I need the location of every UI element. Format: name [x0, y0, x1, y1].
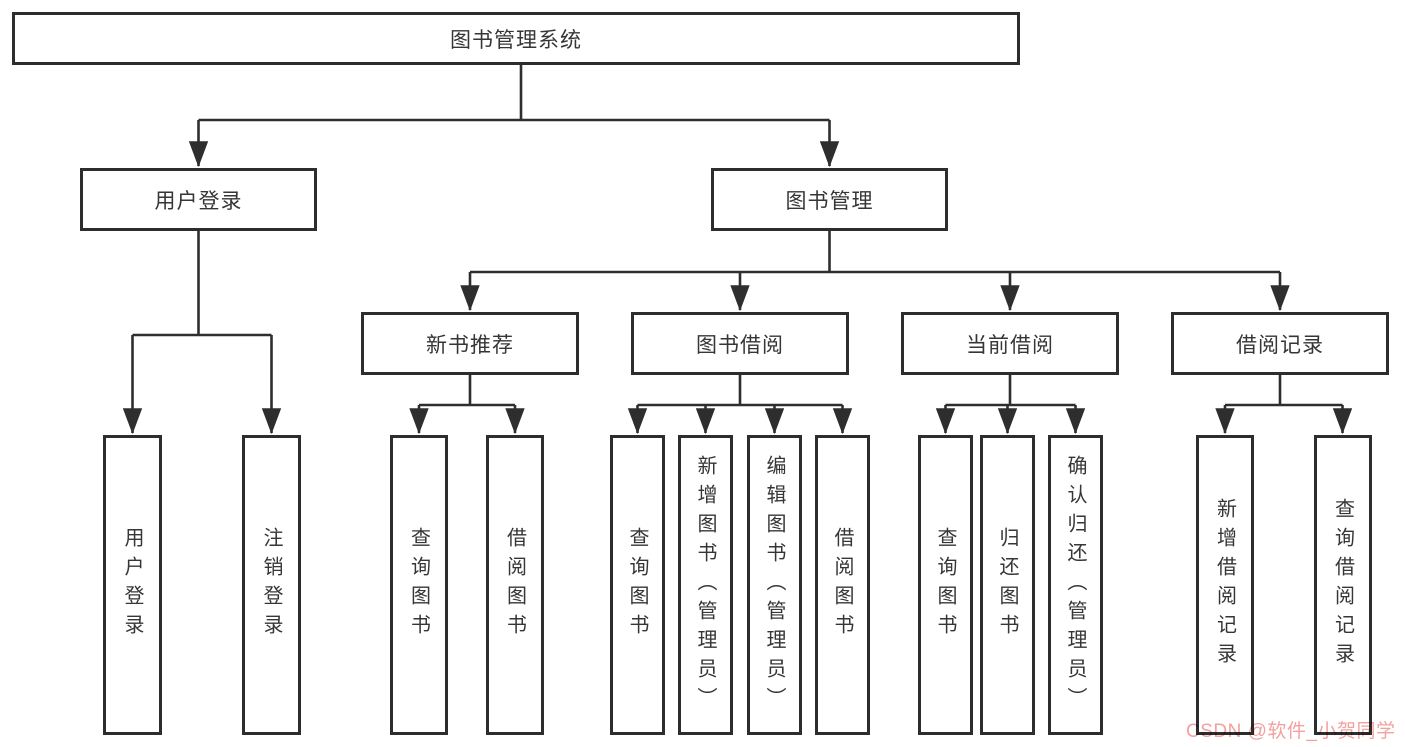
leaf-logout: 注销登录: [242, 435, 301, 735]
node-label: 查询图书: [934, 527, 956, 643]
leaf-borrow-books-recommend: 借阅图书: [486, 435, 544, 735]
connector-new-book-recommend-to-leaves: [409, 375, 525, 435]
connector-book-management-to-level3: [460, 231, 1290, 312]
connector-book-borrow-to-leaves: [627, 375, 853, 435]
node-label: 用户登录: [154, 189, 243, 213]
node-label: 注销登录: [260, 527, 282, 643]
node-user-login: 用户登录: [80, 168, 317, 231]
node-label: 图书管理系统: [450, 28, 582, 52]
node-label: 新书推荐: [426, 333, 514, 357]
node-label: 用户登录: [121, 527, 143, 643]
leaf-add-borrow-record: 新增借阅记录: [1196, 435, 1254, 735]
leaf-confirm-return-admin: 确认归还（管理员）: [1048, 435, 1103, 735]
node-label: 图书管理: [785, 189, 874, 213]
leaf-return-books: 归还图书: [980, 435, 1035, 735]
node-label: 查询借阅记录: [1331, 498, 1354, 672]
node-label: 借阅图书: [503, 527, 526, 643]
node-label: 编辑图书（管理员）: [763, 454, 785, 716]
node-book-borrow: 图书借阅: [631, 312, 849, 375]
csdn-watermark: CSDN @软件_小贺同学: [1186, 721, 1396, 742]
node-book-management-system: 图书管理系统: [12, 12, 1020, 65]
leaf-edit-books-admin: 编辑图书（管理员）: [747, 435, 802, 735]
leaf-add-books-admin: 新增图书（管理员）: [678, 435, 733, 735]
node-book-management: 图书管理: [711, 168, 948, 231]
node-label: 当前借阅: [966, 333, 1054, 357]
node-label: 归还图书: [996, 527, 1018, 643]
node-label: 新增借阅记录: [1213, 498, 1236, 672]
leaf-user-login: 用户登录: [103, 435, 162, 735]
leaf-borrow-books: 借阅图书: [815, 435, 870, 735]
node-label: 查询图书: [626, 527, 648, 643]
node-current-borrow: 当前借阅: [901, 312, 1119, 375]
node-label: 新增图书（管理员）: [694, 454, 716, 716]
node-new-book-recommend: 新书推荐: [361, 312, 579, 375]
leaf-query-books-borrow: 查询图书: [610, 435, 665, 735]
node-label: 确认归还（管理员）: [1064, 454, 1086, 716]
node-label: 借阅图书: [831, 527, 853, 643]
leaf-query-books-current: 查询图书: [918, 435, 973, 735]
node-label: 借阅记录: [1236, 333, 1324, 357]
connector-root-to-level2: [188, 65, 840, 168]
leaf-query-books-recommend: 查询图书: [390, 435, 448, 735]
node-label: 图书借阅: [696, 333, 784, 357]
connector-user-login-to-leaves: [122, 231, 282, 435]
leaf-query-borrow-record: 查询借阅记录: [1314, 435, 1372, 735]
node-borrow-record: 借阅记录: [1171, 312, 1389, 375]
connector-current-borrow-to-leaves: [935, 375, 1086, 435]
connector-borrow-record-to-leaves: [1215, 375, 1353, 435]
node-label: 查询图书: [407, 527, 430, 643]
